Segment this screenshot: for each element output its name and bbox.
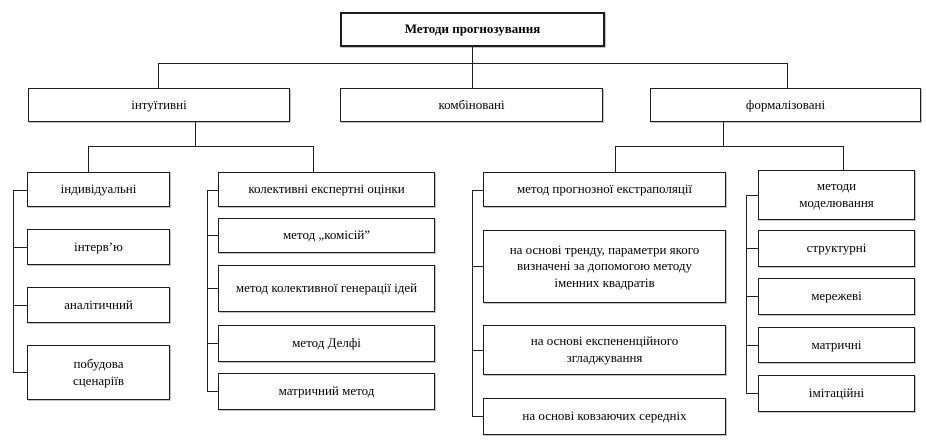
node-imitation: імітаційні [758,375,915,412]
node-moving-averages: на основі ковзаючих середніх [483,398,726,435]
node-scenario-building: побудова сценаріїв [27,345,170,400]
bracket-stub [207,391,218,392]
bracket-stub [746,393,758,394]
bracket-stub [746,296,758,297]
connector-intuitive-out [195,122,196,146]
bracket-stub [13,305,27,306]
bracket-stub [13,247,27,248]
node-extrapolation-method: метод прогнозної екстраполяції [483,172,726,207]
node-structural: структурні [758,230,915,267]
connector-individual-drop [88,146,89,172]
node-intuitive: інтуїтивні [28,88,290,122]
node-modeling-methods: методи моделювання [758,170,915,220]
node-matrix-method: матричний метод [218,373,435,410]
node-individual: індивідуальні [27,172,170,207]
bracket-stub [746,195,758,196]
node-combined: комбіновані [340,88,603,122]
bracket-stub [207,235,218,236]
node-network: мережеві [758,278,915,315]
node-interview: інтерв’ю [27,229,170,265]
connector-formalized-rail [615,146,844,147]
bracket-stub [472,416,483,417]
connector-intuitive-rail [88,146,314,147]
connector-combined-drop [472,63,473,88]
bracket-extrapolation-spine [472,190,473,417]
node-matrix: матричні [758,327,915,363]
connector-level2-rail [158,63,788,64]
connector-formalized-drop [787,63,788,88]
bracket-stub [472,266,483,267]
bracket-stub [13,190,27,191]
bracket-stub [746,345,758,346]
node-formalized: формалізовані [650,88,921,122]
node-root: Методи прогнозування [340,12,605,47]
bracket-stub [207,288,218,289]
connector-root-drop [472,47,473,63]
bracket-stub [207,190,218,191]
bracket-stub [472,350,483,351]
connector-extrapolation-drop [615,146,616,172]
node-commission-method: метод „комісій” [218,218,435,253]
connector-modeling-drop [843,146,844,170]
node-analytical: аналітичний [27,287,170,323]
node-collective-expert: колективні експертні оцінки [218,172,435,207]
connector-collective-drop [313,146,314,172]
node-trend-based: на основі тренду, параметри якого визнач… [483,230,726,303]
bracket-collective-spine [207,190,208,392]
connector-formalized-out [723,122,724,146]
bracket-stub [13,372,27,373]
node-collective-idea-generation: метод колективної генерації ідей [218,265,435,312]
node-exponential-smoothing: на основі експененційного згладжування [483,325,726,375]
connector-intuitive-drop [158,63,159,88]
bracket-stub [472,190,483,191]
bracket-modeling-spine [746,195,747,394]
bracket-stub [207,343,218,344]
bracket-stub [746,248,758,249]
bracket-individual-spine [13,190,14,373]
node-delphi-method: метод Делфі [218,325,435,362]
